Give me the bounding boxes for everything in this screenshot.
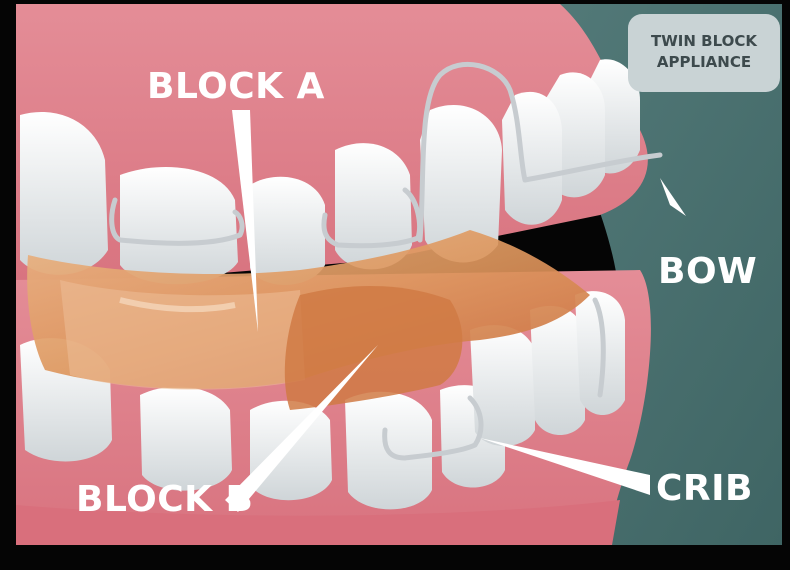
tooth xyxy=(502,92,562,225)
tooth xyxy=(120,167,238,284)
label-crib: CRIB xyxy=(656,468,753,509)
badge-line-2: APPLIANCE xyxy=(657,53,751,71)
tooth xyxy=(335,143,412,269)
block-a-shape xyxy=(60,280,305,390)
tooth xyxy=(140,387,232,491)
tooth xyxy=(250,401,332,501)
label-block-a: BLOCK A xyxy=(147,66,325,107)
label-block-b: BLOCK B xyxy=(76,479,254,520)
badge-line-1: TWIN BLOCK xyxy=(651,32,758,50)
label-bow: BOW xyxy=(658,251,757,292)
